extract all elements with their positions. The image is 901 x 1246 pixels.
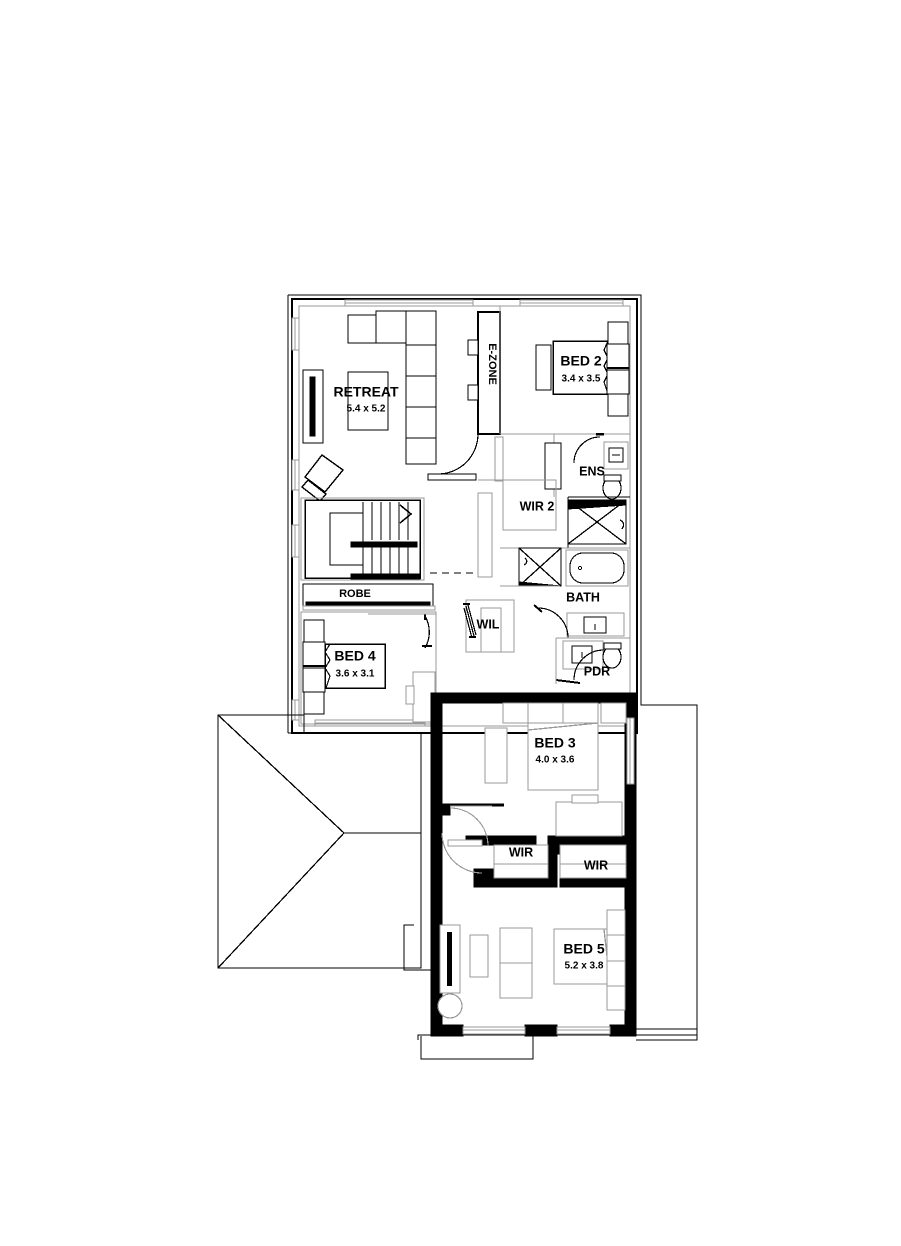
side-table-bed5 <box>469 934 489 978</box>
toilet-pdr <box>602 642 622 669</box>
bed3-room <box>441 702 627 874</box>
label-pdr: PDR <box>584 664 610 678</box>
tv-unit <box>302 369 324 444</box>
bed5-room <box>437 909 626 1019</box>
handrail <box>350 541 418 548</box>
label-ezone: E-ZONE <box>486 343 498 385</box>
window-left-3 <box>291 524 300 558</box>
label-bed5: BED 5 <box>563 941 604 957</box>
porch-outlines <box>420 1028 698 1060</box>
sofa-bed5 <box>499 927 533 999</box>
bedside-table <box>535 344 552 391</box>
cabinet-bed3 <box>555 801 623 837</box>
label-wir-b: WIR <box>584 858 608 872</box>
vanity-pdr <box>562 640 604 670</box>
label-wir2: WIR 2 <box>520 499 555 513</box>
door-swing-pdr <box>573 649 605 681</box>
door-swing-ens <box>573 436 601 464</box>
dim-retreat: 5.4 x 5.2 <box>347 404 386 415</box>
wir-lower-shelving <box>493 844 627 879</box>
round-stool <box>437 993 463 1019</box>
bathtub <box>565 549 629 587</box>
bed-5-furniture <box>553 928 613 985</box>
window-top-2 <box>519 299 624 307</box>
lower-level-walls <box>430 692 637 1037</box>
vanity-ens <box>603 441 629 470</box>
bed2-room <box>499 306 630 434</box>
dim-bed2: 3.4 x 3.5 <box>562 374 601 385</box>
robe-closet <box>302 583 436 611</box>
l-shaped-sofa <box>347 310 437 465</box>
garage-hipped-roof <box>217 714 422 969</box>
bed-2-furniture <box>552 340 614 395</box>
label-bed4: BED 4 <box>334 648 375 664</box>
wardrobe-bed2 <box>606 321 630 417</box>
window-top-1 <box>344 299 474 307</box>
label-retreat: RETREAT <box>333 384 399 400</box>
tv-unit-bed5 <box>439 924 461 994</box>
room-labels: RETREAT 5.4 x 5.2 E-ZONE BED 2 3.4 x 3.5… <box>333 343 610 971</box>
label-wir-a: WIR <box>509 845 533 859</box>
door-swing-ezone <box>437 433 479 475</box>
dim-bed4: 3.6 x 3.1 <box>336 669 375 680</box>
retreat-room <box>300 310 437 502</box>
bifold-door-wil <box>463 604 477 639</box>
vanity-bath <box>566 612 625 637</box>
window-bed3-right <box>626 717 635 785</box>
toilet-ens <box>602 474 622 500</box>
label-bath: BATH <box>566 590 600 604</box>
bed-4-furniture <box>324 643 386 689</box>
stair-nosing <box>350 573 421 580</box>
upper-level-walls <box>291 298 638 734</box>
door-swing-bed3 <box>449 807 489 847</box>
pdr-room <box>555 637 630 684</box>
label-wil: WIL <box>477 617 500 631</box>
bath-room <box>500 547 630 639</box>
wir2-room <box>477 436 557 578</box>
dim-bed5: 5.2 x 3.8 <box>565 961 604 972</box>
label-robe: ROBE <box>339 588 371 600</box>
window-left-4 <box>291 699 300 721</box>
armchair <box>300 454 345 502</box>
door-swing-bath <box>537 607 569 639</box>
ezone-area <box>427 311 501 481</box>
wardrobe-bed4 <box>302 619 326 715</box>
shower-bath <box>518 547 562 587</box>
bed4-room <box>300 611 437 725</box>
wil-room <box>463 599 515 653</box>
label-bed2: BED 2 <box>560 353 601 369</box>
window-bottom-bed4 <box>314 719 426 727</box>
window-left-2 <box>291 459 300 491</box>
ensuite-room <box>500 432 630 548</box>
linen-cupboard <box>477 492 493 578</box>
wardrobe-bed3 <box>484 727 508 784</box>
bed-3-furniture <box>527 722 599 791</box>
label-bed3: BED 3 <box>534 735 575 751</box>
wardrobe-bed5 <box>606 909 626 1011</box>
coffee-table <box>347 371 389 431</box>
dim-bed3: 4.0 x 3.6 <box>536 755 575 766</box>
stair-direction-arrow <box>399 504 413 524</box>
shower-ens <box>567 499 627 545</box>
door-swing-entry <box>441 832 483 874</box>
left-step-outline <box>403 924 431 971</box>
label-ens: ENS <box>579 464 605 478</box>
staircase <box>300 497 478 581</box>
window-left-1 <box>291 317 300 351</box>
